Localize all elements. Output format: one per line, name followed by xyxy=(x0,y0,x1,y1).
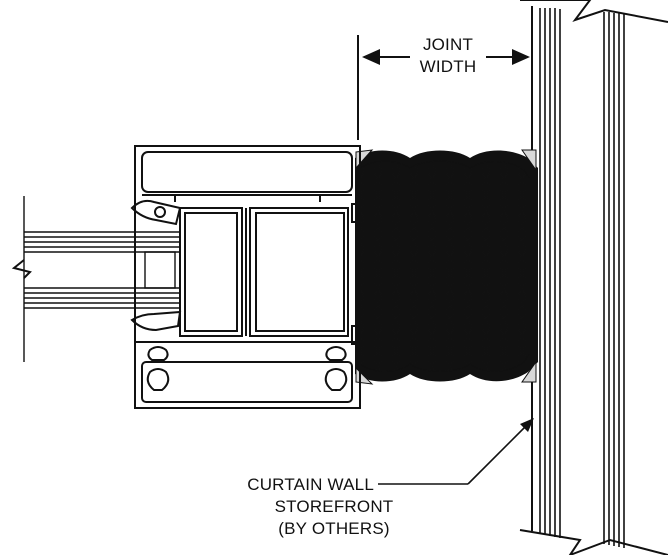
glazing-panel xyxy=(11,196,180,362)
callout-arrow-icon xyxy=(520,418,534,432)
sealant-joint xyxy=(355,149,538,385)
screw-spline-left-bottom xyxy=(146,368,170,391)
storefront-frame xyxy=(130,145,361,409)
screw-spline-right-top xyxy=(325,346,347,361)
glazing-gasket-bottom xyxy=(130,310,182,332)
screw-spline-right-bottom xyxy=(324,368,348,391)
wall-stripes xyxy=(539,8,625,548)
break-symbol-icon xyxy=(11,259,32,279)
curtain-wall-callout: CURTAIN WALL STOREFRONT (BY OTHERS) xyxy=(247,418,534,538)
joint-label-line2: WIDTH xyxy=(420,57,477,76)
frame-bottom-channel xyxy=(141,361,353,403)
joint-width-dimension: JOINT WIDTH xyxy=(357,35,533,140)
curtain-label-line1: CURTAIN WALL xyxy=(247,475,374,494)
frame-cavity-left xyxy=(179,207,243,337)
joint-label-line1: JOINT xyxy=(423,35,473,54)
frame-top-channel xyxy=(141,151,353,193)
backer-rod-foam xyxy=(359,160,530,372)
glazing-gasket-top xyxy=(130,199,182,226)
curtain-wall xyxy=(519,0,668,555)
curtain-label-line3: (BY OTHERS) xyxy=(278,519,389,538)
frame-outer xyxy=(134,145,361,409)
wall-break-bottom xyxy=(519,529,668,555)
arrow-left-icon xyxy=(362,49,380,65)
screw-spline-left-top xyxy=(147,346,169,361)
curtain-label-line2: STOREFRONT xyxy=(275,497,394,516)
wall-break-top xyxy=(520,0,668,23)
frame-cavity-right xyxy=(249,207,349,337)
arrow-right-icon xyxy=(512,49,530,65)
